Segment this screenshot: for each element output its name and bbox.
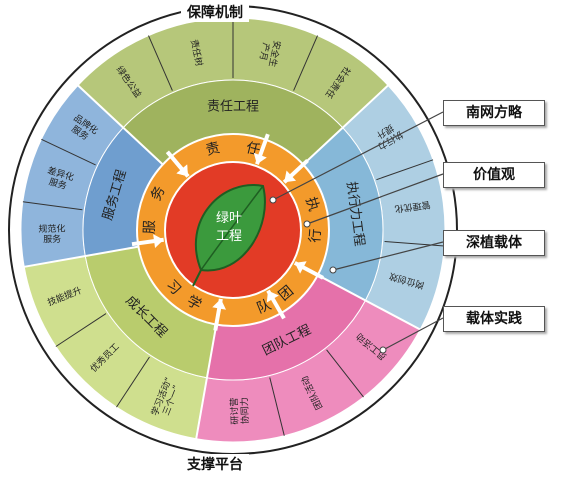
group-boundary xyxy=(195,324,218,439)
outer-divider xyxy=(55,313,107,347)
outer-divider xyxy=(116,356,150,408)
arrow-head xyxy=(266,290,279,303)
connector-values-dot xyxy=(303,220,311,228)
inner-ring-char: 服 xyxy=(142,220,158,235)
engineering-label-responsibility: 责任工程 xyxy=(207,100,259,115)
group-boundary xyxy=(302,84,389,166)
outer-divider xyxy=(376,159,434,181)
outer-divider xyxy=(326,349,364,398)
callout-carrier: 深植载体 xyxy=(443,230,545,256)
outer-item-label: 研讨营协同力 xyxy=(227,397,250,425)
connector-nanwang-dot xyxy=(269,196,277,204)
outer-divider xyxy=(384,240,445,247)
inner-ring-char: 务 xyxy=(148,184,169,204)
callout-nanwang: 南网方略 xyxy=(443,100,545,126)
outer-divider xyxy=(269,377,285,436)
leaf-title-line2: 工程 xyxy=(216,229,242,244)
callout-practice: 载体实践 xyxy=(443,306,545,332)
outer-divider xyxy=(22,201,83,211)
bottom-title: 支撑平台 xyxy=(181,454,249,474)
inner-ring-char: 行 xyxy=(307,228,324,243)
outer-divider xyxy=(293,35,318,91)
group-boundary xyxy=(24,245,139,268)
leaf-title-line1: 绿叶 xyxy=(216,211,242,226)
callout-values: 价值观 xyxy=(443,162,545,188)
top-title: 保障机制 xyxy=(181,2,249,22)
connector-practice xyxy=(382,317,444,351)
outer-divider xyxy=(148,35,173,91)
arrow-head xyxy=(284,170,297,183)
outer-divider xyxy=(41,138,96,166)
arrow-head xyxy=(153,234,164,248)
outer-item-label: 规范化服务 xyxy=(38,222,65,245)
connector-values xyxy=(306,173,444,225)
connector-carrier xyxy=(332,241,444,271)
inner-ring-char: 执 xyxy=(302,195,322,213)
arrow-head xyxy=(253,152,267,165)
leaf-stem xyxy=(192,269,202,287)
group-boundary xyxy=(77,84,164,166)
arrow-head xyxy=(212,298,227,310)
inner-ring-char: 队 xyxy=(255,297,274,317)
arrow-head xyxy=(176,164,189,177)
leaf-vein xyxy=(200,185,264,271)
inner-ring-char: 学 xyxy=(184,293,204,314)
connector-carrier-dot xyxy=(329,266,337,274)
group-boundary xyxy=(317,274,421,331)
arrow-head xyxy=(294,261,307,274)
connector-nanwang xyxy=(272,111,444,201)
inner-ring-char: 责 xyxy=(204,140,221,159)
connector-practice-dot xyxy=(379,346,387,354)
